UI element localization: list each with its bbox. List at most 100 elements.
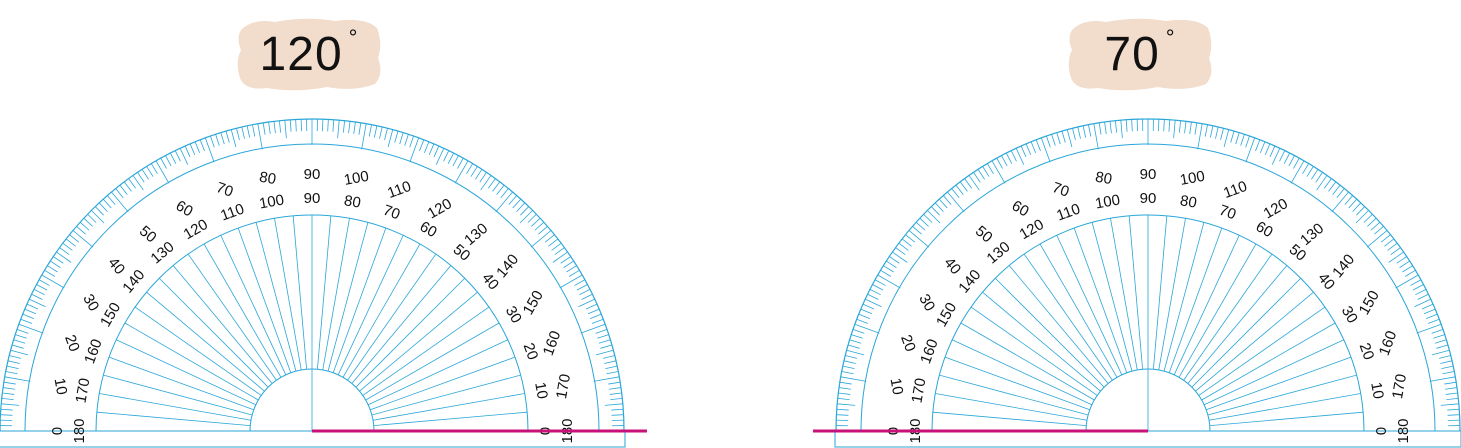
degree-tick bbox=[184, 145, 191, 158]
degree-tick bbox=[492, 181, 501, 192]
degree-tick bbox=[119, 184, 128, 195]
degree-tick bbox=[1331, 191, 1349, 213]
radial-line bbox=[355, 277, 466, 388]
inner-scale-label: 120 bbox=[181, 216, 211, 243]
degree-tick bbox=[1344, 195, 1353, 205]
degree-tick bbox=[358, 122, 362, 135]
degree-tick bbox=[150, 163, 158, 175]
degree-tick bbox=[849, 339, 862, 344]
degree-tick bbox=[1388, 251, 1404, 263]
degree-tick bbox=[1440, 403, 1459, 406]
degree-tick bbox=[24, 308, 37, 315]
degree-tick bbox=[1311, 169, 1319, 180]
radial-line bbox=[1158, 218, 1186, 371]
degree-tick bbox=[443, 150, 450, 162]
radial-line bbox=[1187, 265, 1288, 384]
degree-tick bbox=[930, 206, 940, 216]
outer-scale-label: 180 bbox=[1395, 418, 1412, 443]
inner-scale-label: 50 bbox=[1286, 241, 1310, 265]
radial-line bbox=[1201, 322, 1336, 401]
degree-tick bbox=[1352, 202, 1362, 212]
radial-line bbox=[359, 291, 478, 392]
degree-tick bbox=[220, 132, 225, 145]
degree-tick bbox=[179, 148, 189, 165]
degree-tick bbox=[1088, 124, 1092, 137]
degree-tick bbox=[838, 387, 851, 390]
degree-tick bbox=[1395, 274, 1419, 289]
degree-tick bbox=[1336, 188, 1345, 199]
outer-scale-label: 40 bbox=[940, 254, 964, 278]
degree-tick bbox=[189, 143, 196, 156]
degree-tick bbox=[1093, 123, 1099, 150]
degree-tick bbox=[41, 274, 65, 289]
degree-tick bbox=[59, 247, 70, 255]
degree-tick bbox=[915, 221, 926, 231]
degree-tick bbox=[1445, 392, 1458, 395]
degree-tick bbox=[20, 318, 33, 324]
degree-tick bbox=[520, 206, 530, 216]
radial-line bbox=[1173, 235, 1240, 375]
degree-tick bbox=[566, 265, 577, 273]
radial-line bbox=[1023, 253, 1113, 381]
degree-tick bbox=[53, 256, 64, 264]
degree-symbol: ° bbox=[348, 25, 359, 50]
degree-tick bbox=[1178, 120, 1182, 133]
degree-tick bbox=[1380, 234, 1391, 243]
badge-background bbox=[237, 18, 381, 91]
outer-scale-label: 60 bbox=[1009, 197, 1032, 220]
degree-tick bbox=[141, 169, 149, 180]
degree-tick bbox=[22, 313, 34, 319]
degree-tick bbox=[947, 191, 965, 213]
radial-line bbox=[1163, 222, 1205, 372]
degree-tick bbox=[1290, 160, 1305, 184]
degree-tick bbox=[1426, 313, 1438, 319]
degree-tick bbox=[428, 143, 435, 156]
degree-tick bbox=[1414, 298, 1431, 308]
degree-tick bbox=[1306, 166, 1314, 177]
degree-tick bbox=[858, 313, 870, 319]
degree-tick bbox=[348, 121, 351, 134]
degree-tick bbox=[1245, 137, 1256, 163]
degree-tick bbox=[257, 123, 263, 150]
degree-tick bbox=[837, 397, 850, 401]
degree-tick bbox=[479, 172, 487, 183]
degree-tick bbox=[602, 355, 615, 359]
degree-tick bbox=[1441, 365, 1454, 370]
inner-scale-label: 90 bbox=[304, 190, 321, 207]
degree-tick bbox=[3, 381, 16, 385]
degree-tick bbox=[519, 210, 533, 224]
degree-tick bbox=[1077, 126, 1081, 139]
degree-tick bbox=[56, 251, 72, 263]
degree-tick bbox=[495, 191, 513, 213]
degree-tick bbox=[1051, 134, 1056, 146]
degree-tick bbox=[1114, 120, 1118, 133]
degree-tick bbox=[204, 137, 215, 163]
degree-tick bbox=[1040, 137, 1051, 163]
degree-tick bbox=[1328, 181, 1337, 192]
degree-tick bbox=[1020, 145, 1027, 158]
degree-tick bbox=[531, 217, 541, 227]
degree-tick bbox=[877, 274, 901, 289]
outer-scale-label: 10 bbox=[51, 377, 71, 396]
degree-tick bbox=[837, 403, 856, 406]
degree-tick bbox=[44, 269, 56, 277]
degree-tick bbox=[1399, 260, 1410, 268]
degree-tick bbox=[1235, 132, 1240, 145]
degree-tick bbox=[1209, 125, 1214, 138]
radial-line bbox=[327, 222, 369, 372]
degree-tick bbox=[955, 184, 964, 195]
degree-tick bbox=[982, 166, 990, 177]
degree-tick bbox=[1429, 376, 1456, 382]
degree-tick bbox=[1412, 284, 1424, 291]
degree-tick bbox=[1283, 152, 1291, 164]
degree-tick bbox=[534, 221, 545, 231]
degree-tick bbox=[337, 120, 340, 139]
radial-line bbox=[317, 215, 332, 370]
degree-tick bbox=[4, 376, 31, 382]
degree-tick bbox=[609, 387, 622, 390]
degree-tick bbox=[508, 195, 517, 205]
radial-line bbox=[237, 227, 292, 373]
degree-tick bbox=[568, 269, 580, 277]
degree-tick bbox=[2, 392, 15, 395]
angle-value: 120° bbox=[235, 14, 383, 94]
